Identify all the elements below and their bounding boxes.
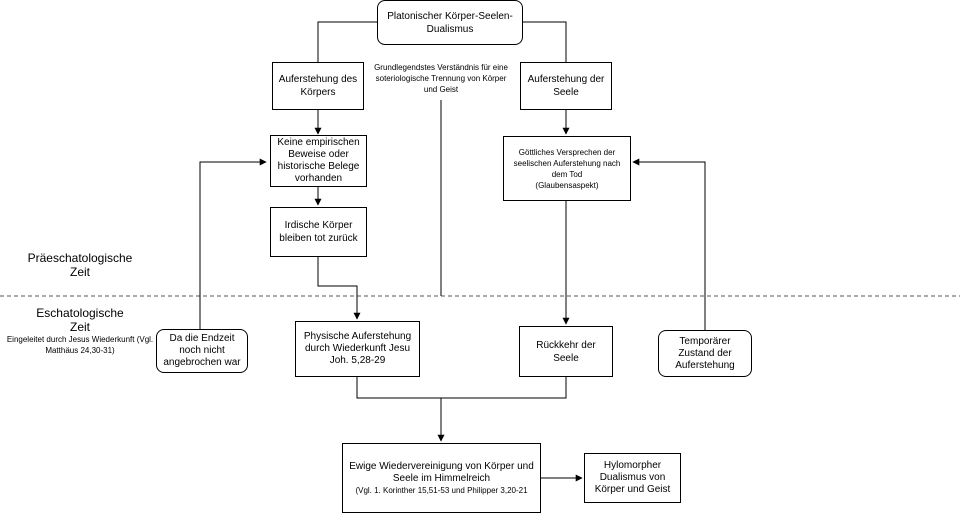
zone-label-eschatological-sub: Eingeleitet durch Jesus Wiederkunft (Vgl…	[6, 334, 154, 356]
node-body-resurrection-label: Auferstehung des Körpers	[278, 74, 358, 98]
edge-physical-to-reunion	[356, 377, 441, 399]
node-soul-return: Rückkehr der Seele	[519, 326, 613, 377]
node-divine-promise-label: Göttliches Versprechen der seelischen Au…	[513, 147, 621, 179]
edge-temporary-to-promise	[632, 158, 706, 330]
annotation-basic-understanding: Grundlegendstes Verständnis für eine sot…	[374, 62, 508, 95]
edge-root-to-soul	[522, 21, 567, 62]
zone-label-eschatological-sub-text: Eingeleitet durch Jesus Wiederkunft (Vgl…	[6, 335, 154, 355]
node-physical-resurrection-label: Physische Auferstehung durch Wiederkunft…	[303, 331, 412, 366]
node-eternal-reunion-label: Ewige Wiedervereinigung von Körper und S…	[349, 460, 534, 484]
node-soul-resurrection-label: Auferstehung der Seele	[527, 74, 605, 98]
node-hylomorphic-dualism-label: Hylomorpher Dualismus von Körper und Gei…	[594, 460, 671, 495]
node-no-evidence-label: Keine empirischen Beweise oder historisc…	[277, 137, 360, 184]
edge-root-to-body	[317, 21, 378, 62]
node-eternal-reunion: Ewige Wiedervereinigung von Körper und S…	[342, 443, 541, 513]
node-platonic-dualism-label: Platonischer Körper-Seelen-Dualismus	[387, 10, 513, 35]
zone-label-eschatological: Eschatologische Zeit	[26, 306, 134, 334]
node-no-evidence: Keine empirischen Beweise oder historisc…	[270, 135, 367, 187]
node-earthly-bodies-label: Irdische Körper bleiben tot zurück	[279, 220, 358, 244]
annotation-basic-understanding-text: Grundlegendstes Verständnis für eine sot…	[374, 63, 508, 94]
node-body-resurrection: Auferstehung des Körpers	[272, 62, 364, 110]
node-hylomorphic-dualism: Hylomorpher Dualismus von Körper und Gei…	[584, 453, 681, 503]
node-divine-promise-note: (Glaubensaspekt)	[535, 180, 599, 190]
edge-endtime-to-evidence	[199, 158, 267, 329]
node-end-time: Da die Endzeit noch nicht angebrochen wa…	[156, 329, 248, 373]
edge-return-to-reunion	[441, 377, 567, 399]
node-platonic-dualism: Platonischer Körper-Seelen-Dualismus	[377, 0, 523, 45]
node-eternal-reunion-reference: (Vgl. 1. Korinther 15,51-53 und Philippe…	[355, 485, 528, 495]
zone-label-pre-eschatological: Präeschatologische Zeit	[20, 251, 140, 279]
node-temporary-state-label: Temporärer Zustand der Auferstehung	[675, 335, 735, 371]
edge-earthly-to-physical	[317, 257, 361, 320]
node-earthly-bodies: Irdische Körper bleiben tot zurück	[270, 207, 367, 257]
node-temporary-state: Temporärer Zustand der Auferstehung	[658, 330, 752, 377]
zone-label-eschatological-text: Eschatologische Zeit	[36, 306, 124, 334]
node-soul-return-label: Rückkehr der Seele	[536, 339, 596, 364]
node-divine-promise: Göttliches Versprechen der seelischen Au…	[503, 136, 631, 201]
zone-label-pre-eschatological-text: Präeschatologische Zeit	[27, 251, 133, 279]
node-end-time-label: Da die Endzeit noch nicht angebrochen wa…	[163, 333, 241, 368]
node-physical-resurrection: Physische Auferstehung durch Wiederkunft…	[295, 321, 420, 377]
node-soul-resurrection: Auferstehung der Seele	[520, 62, 612, 110]
